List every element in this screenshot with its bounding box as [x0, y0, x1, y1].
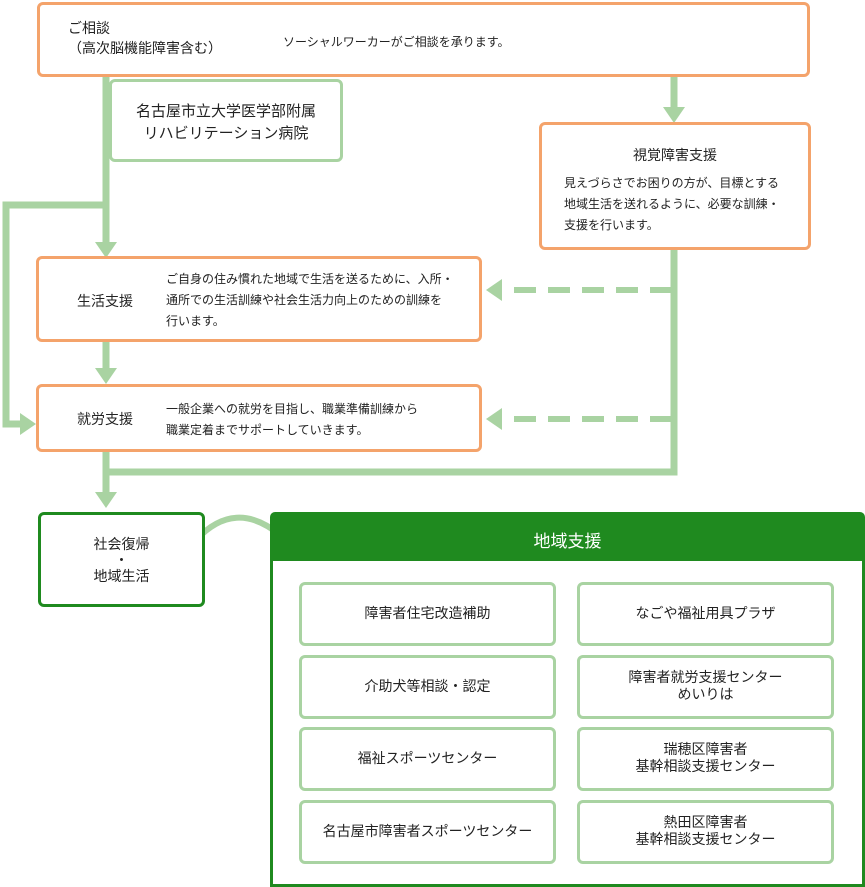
consult-box: ご相談 （高次脳機能障害含む） ソーシャルワーカーがご相談を承ります。 [37, 2, 810, 77]
hospital-box: 名古屋市立大学医学部附属 リハビリテーション病院 [109, 79, 343, 162]
work-title: 就労支援 [77, 412, 133, 428]
visual-support-box: 視覚障害支援 見えづらさでお困りの方が、目標とする 地域生活を送れるように、必要… [539, 122, 811, 250]
visual-desc: 見えづらさでお困りの方が、目標とする 地域生活を送れるように、必要な訓練・ 支援… [564, 176, 780, 232]
community-item[interactable]: 熱田区障害者 基幹相談支援センター [577, 800, 834, 864]
community-item[interactable]: なごや福祉用具プラザ [577, 582, 834, 646]
community-item[interactable]: 障害者就労支援センター めいりは [577, 655, 834, 719]
life-support-box: 生活支援 ご自身の住み慣れた地域で生活を送るために、入所・ 通所での生活訓練や社… [36, 256, 482, 342]
community-title: 地域支援 [533, 532, 602, 552]
community-item[interactable]: 名古屋市障害者スポーツセンター [299, 800, 556, 864]
community-item[interactable]: 福祉スポーツセンター [299, 727, 556, 791]
consult-desc: ソーシャルワーカーがご相談を承ります。 [283, 35, 510, 49]
community-item[interactable]: 瑞穂区障害者 基幹相談支援センター [577, 727, 834, 791]
return-label: 社会復帰 ・ 地域生活 [93, 537, 150, 585]
visual-title: 視覚障害支援 [633, 148, 717, 164]
community-item[interactable]: 介助犬等相談・認定 [299, 655, 556, 719]
community-header [273, 515, 862, 561]
hospital-name: 名古屋市立大学医学部附属 リハビリテーション病院 [135, 102, 316, 142]
connector-left-bracket [2, 201, 106, 428]
consult-title: ご相談 （高次脳機能障害含む） [68, 21, 222, 57]
life-desc: ご自身の住み慣れた地域で生活を送るために、入所・ 通所での生活訓練や社会生活力向… [166, 272, 454, 328]
community-item[interactable]: 障害者住宅改造補助 [299, 582, 556, 646]
life-title: 生活支援 [77, 294, 133, 310]
work-support-box: 就労支援 一般企業への就労を目指し、職業準備訓練から 職業定着までサポートしてい… [36, 384, 482, 452]
return-box: 社会復帰 ・ 地域生活 [38, 512, 205, 607]
work-desc: 一般企業への就労を目指し、職業準備訓練から 職業定着までサポートしていきます。 [166, 402, 419, 437]
